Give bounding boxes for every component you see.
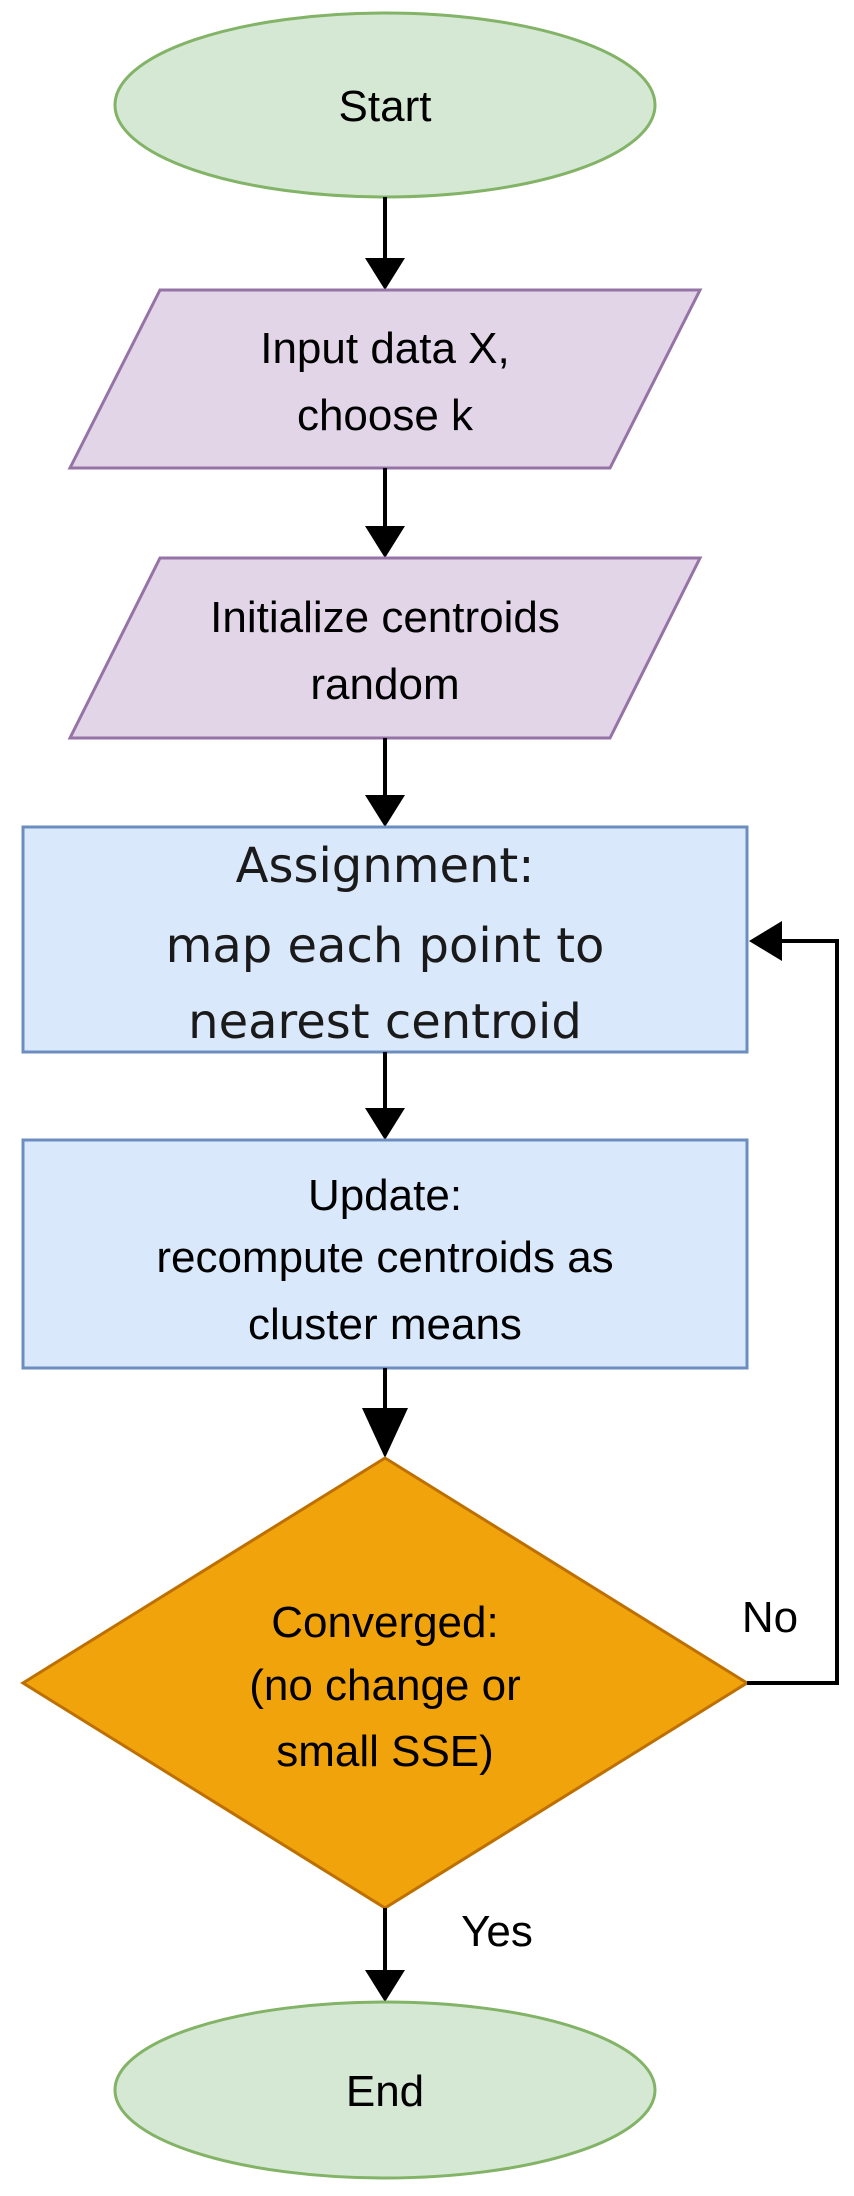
edge-no-loop: No [742, 921, 839, 1685]
decision-label-line1: Converged: [271, 1598, 498, 1647]
input-node: Input data X, choose k [67, 288, 703, 470]
init-node: Initialize centroids random [67, 556, 703, 740]
init-label-line1: Initialize centroids [210, 593, 560, 642]
start-node: Start [113, 11, 657, 199]
edge-init-to-assignment [365, 738, 405, 827]
init-label-line2: random [310, 660, 459, 709]
update-label-line3: cluster means [248, 1300, 522, 1349]
update-label-line1: Update: [308, 1171, 462, 1220]
assignment-label-line2: map each point to [166, 918, 605, 974]
edge-yes: Yes [365, 1907, 533, 2002]
edge-start-to-input [365, 197, 405, 290]
assignment-label-line1: Assignment: [236, 838, 535, 894]
assignment-label-line3: nearest centroid [188, 994, 582, 1050]
edge-input-to-init [365, 468, 405, 558]
input-label-line2: choose k [297, 391, 474, 440]
input-label-line1: Input data X, [260, 324, 510, 373]
start-label: Start [339, 82, 432, 131]
edge-update-to-decision [362, 1368, 408, 1458]
end-node: End [113, 2000, 657, 2180]
update-node: Update: recompute centroids as cluster m… [21, 1138, 749, 1370]
update-label-line2: recompute centroids as [156, 1233, 613, 1282]
edge-no-label: No [742, 1593, 798, 1642]
edge-assignment-to-update [365, 1052, 405, 1140]
decision-node: Converged: (no change or small SSE) [20, 1456, 750, 1910]
assignment-node: Assignment: map each point to nearest ce… [21, 825, 749, 1054]
end-label: End [346, 2067, 424, 2116]
decision-label-line2: (no change or [249, 1661, 521, 1710]
decision-label-line3: small SSE) [276, 1727, 494, 1776]
edge-yes-label: Yes [461, 1907, 533, 1956]
